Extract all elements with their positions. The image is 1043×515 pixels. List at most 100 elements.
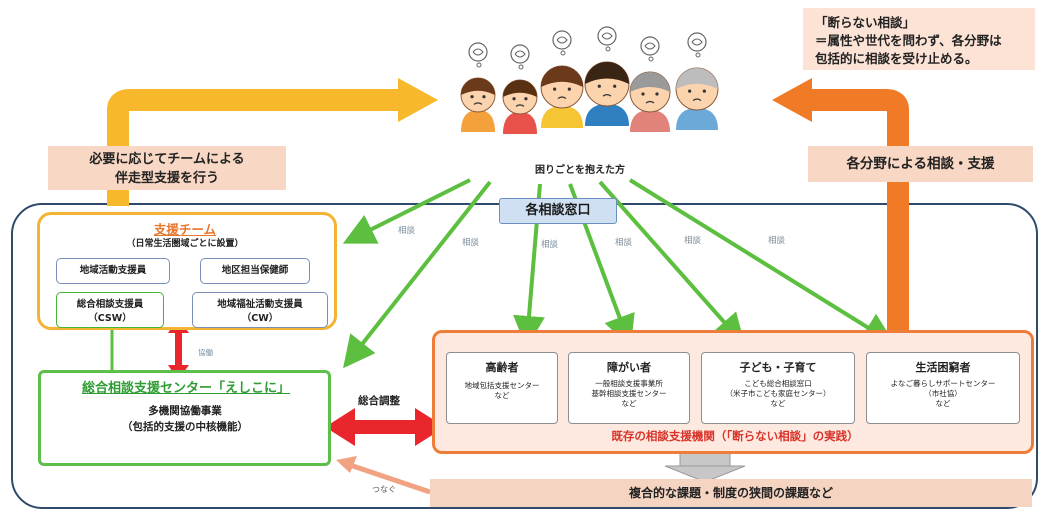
csw-abbr: （CSW）: [88, 313, 132, 324]
person-body-icon: [676, 108, 718, 130]
person-hair-icon: [503, 80, 537, 97]
agency-line: など: [494, 391, 510, 400]
eye-icon: [567, 87, 571, 91]
mouth-icon: [473, 102, 483, 105]
agency-line: 一般相談支援事業所: [595, 379, 663, 388]
worry-cloud-icon: [687, 32, 707, 52]
worry-scribble-icon: [472, 48, 484, 56]
connect-arrow: [336, 456, 431, 495]
eye-icon: [470, 95, 474, 99]
regional-activity-supporter: 地域活動支援員: [56, 258, 170, 284]
consult-label: 相談: [684, 236, 702, 246]
person-hair-icon: [461, 78, 495, 95]
cw-abbr: （CW）: [241, 313, 279, 324]
people-caption: 困りごとを抱えた方: [535, 165, 625, 176]
adjustment-label: 総合調整: [358, 395, 400, 407]
worry-cloud-icon: [597, 26, 617, 46]
agency-title: 障がい者: [607, 361, 651, 374]
refusal-free-consultation-note: 「断らない相談」 ＝属性や世代を問わず、各分野は 包括的に相談を受け止める。: [803, 8, 1035, 70]
thought-dot-icon: [695, 52, 701, 58]
worry-scribble-icon: [556, 36, 568, 44]
worry-scribble-icon: [601, 32, 613, 40]
consult-label: 相談: [615, 238, 633, 248]
person-hair-icon: [630, 72, 670, 92]
center-line-2: （包括的支援の中核機能）: [122, 421, 248, 433]
note-line: 「断らない相談」: [815, 15, 916, 30]
consult-label: 相談: [462, 238, 480, 248]
agency-line: よなご暮らしサポートセンター: [890, 379, 996, 388]
complex-issues-bar: 複合的な課題・制度の狭間の課題など: [430, 479, 1032, 507]
worry-cloud-icon: [552, 30, 572, 50]
consult-label: 相談: [768, 236, 786, 246]
eye-icon: [524, 97, 528, 101]
thought-dot-icon: [605, 46, 611, 52]
support-team-subtitle: （日常生活圏域ごとに設置）: [126, 239, 244, 249]
mouth-icon: [602, 94, 612, 97]
agency-card-elderly: 高齢者 地域包括支援センター など: [446, 352, 558, 424]
thought-dot-icon: [648, 56, 654, 62]
fields-support-label: 各分野による相談・支援: [808, 146, 1033, 182]
person-hair-icon: [676, 68, 718, 89]
consult-label: 相談: [541, 240, 559, 250]
team-support-line: 必要に応じてチームによる: [89, 152, 245, 167]
cw-name: 地域福祉活動支援員: [217, 299, 303, 310]
troubled-people-illustration: [460, 26, 719, 134]
thought-dot-icon: [518, 64, 524, 70]
agency-title: 子ども・子育て: [739, 361, 817, 374]
person-body-icon: [585, 104, 629, 126]
worry-cloud-icon: [640, 36, 660, 56]
team-support-label: 必要に応じてチームによる 伴走型支援を行う: [48, 146, 286, 190]
consult-label: 相談: [398, 226, 416, 236]
cooperation-label: 協働: [198, 348, 213, 357]
agency-line: （市社協）: [924, 389, 962, 398]
csw-name: 総合相談支援員: [76, 299, 144, 310]
center-line-1: 多機関協働事業: [148, 405, 222, 417]
general-consultation-supporter: 総合相談支援員 （CSW）: [56, 292, 164, 328]
person-body-icon: [630, 110, 670, 132]
community-welfare-supporter: 地域福祉活動支援員 （CW）: [192, 292, 328, 328]
fields-support-arrow: [772, 78, 909, 330]
thought-dot-icon: [560, 50, 566, 56]
agency-line: など: [770, 399, 786, 408]
eye-icon: [482, 95, 486, 99]
agency-title: 高齢者: [485, 361, 519, 374]
center-title: 総合相談支援センター「えしこに」: [81, 381, 290, 396]
person-body-icon: [461, 110, 495, 132]
eye-icon: [655, 92, 659, 96]
connect-label: つなぐ: [372, 485, 396, 494]
worry-scribble-icon: [691, 38, 703, 46]
agency-line: （米子市こども家庭センター）: [725, 389, 831, 398]
consultation-window-label: 各相談窓口: [499, 198, 617, 224]
agency-line: 基幹相談支援センター: [591, 389, 667, 398]
general-support-center-box: [38, 370, 331, 466]
eye-icon: [688, 89, 692, 93]
person-hair-icon: [585, 62, 629, 84]
public-health-nurse: 地区担当保健師: [200, 258, 310, 284]
note-line: 包括的に相談を受け止める。: [815, 51, 978, 66]
eye-icon: [512, 97, 516, 101]
agency-card-children: 子ども・子育て こども総合相談窓口 （米子市こども家庭センター） など: [701, 352, 855, 424]
agency-line: こども総合相談窓口: [744, 379, 812, 388]
adjustment-arrow: [325, 408, 445, 446]
agency-title: 生活困窮者: [915, 361, 971, 374]
eye-icon: [553, 87, 557, 91]
eye-icon: [597, 84, 601, 88]
person-hair-icon: [541, 66, 583, 87]
thought-dot-icon: [476, 62, 482, 68]
agency-line: 地域包括支援センター: [464, 381, 540, 390]
worry-scribble-icon: [514, 50, 526, 58]
agency-card-poverty: 生活困窮者 よなご暮らしサポートセンター （市社協） など: [866, 352, 1020, 424]
worry-cloud-icon: [468, 42, 488, 62]
note-line: ＝属性や世代を問わず、各分野は: [815, 33, 1002, 48]
worry-cloud-icon: [510, 44, 530, 64]
eye-icon: [613, 84, 617, 88]
team-support-line: 伴走型支援を行う: [114, 171, 219, 186]
worry-scribble-icon: [644, 42, 656, 50]
eye-icon: [641, 92, 645, 96]
existing-agencies-caption: 既存の相談支援機関（「断らない相談」の実践）: [611, 429, 859, 443]
mouth-icon: [557, 96, 567, 100]
agency-card-disability: 障がい者 一般相談支援事業所 基幹相談支援センター など: [568, 352, 690, 424]
issues-arrow: [664, 451, 746, 483]
person-body-icon: [503, 112, 537, 134]
